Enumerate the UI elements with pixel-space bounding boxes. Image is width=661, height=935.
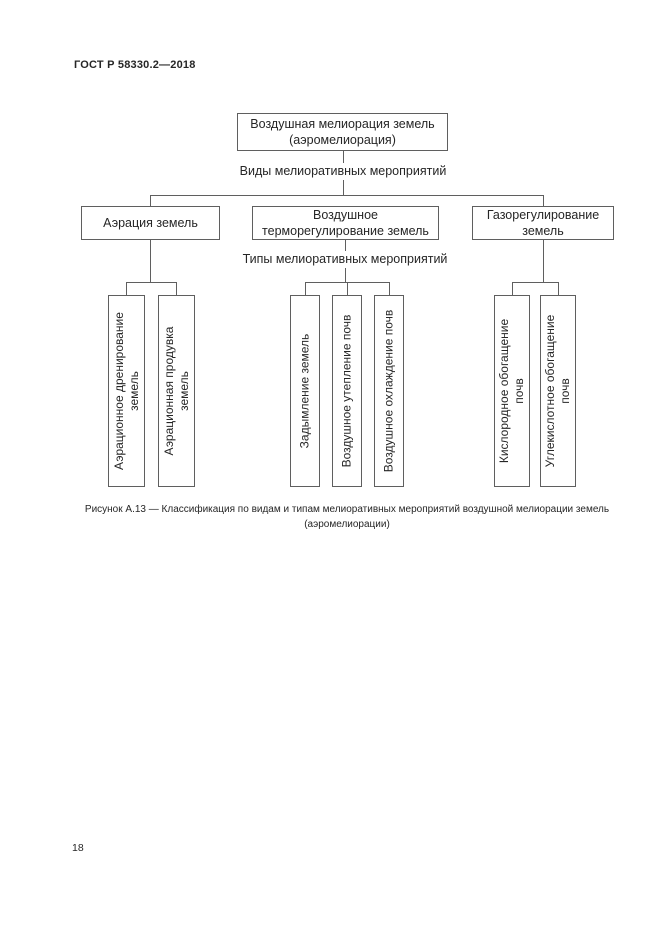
- leaf-node-air-warming: Воздушное утепление почв: [332, 295, 362, 487]
- connector-line: [150, 195, 544, 196]
- leaf-node-label: Аэрационная продувка земель: [161, 326, 191, 456]
- branch-node-aeration: Аэрация земель: [81, 206, 220, 240]
- tier-label-kinds: Виды мелиоративных мероприятий: [193, 163, 493, 180]
- branch-node-label: Воздушное терморегулирование земель: [262, 207, 429, 238]
- connector-line: [512, 282, 513, 295]
- connector-line: [512, 282, 559, 283]
- connector-line: [347, 282, 348, 295]
- leaf-node-label: Воздушное охлаждение почв: [381, 309, 396, 473]
- page-number: 18: [72, 842, 84, 854]
- leaf-node-co2-enrichment: Углекислотное обогащение почв: [540, 295, 576, 487]
- leaf-node-smoke-treatment: Задымление земель: [290, 295, 320, 487]
- tier-label-types: Типы мелиоративных мероприятий: [195, 251, 495, 268]
- connector-line: [176, 282, 177, 295]
- connector-line: [150, 240, 151, 282]
- figure-caption: Рисунок А.13 — Классификация по видам и …: [33, 503, 661, 532]
- branch-node-gas-regulation: Газорегулирование земель: [472, 206, 614, 240]
- connector-line: [389, 282, 390, 295]
- connector-line: [150, 195, 151, 206]
- figure-caption-line2: (аэромелиорации): [304, 518, 390, 530]
- leaf-node-oxygen-enrichment: Кислородное обогащение почв: [494, 295, 530, 487]
- branch-node-thermoregulation: Воздушное терморегулирование земель: [252, 206, 439, 240]
- leaf-node-label: Воздушное утепление почв: [339, 314, 354, 468]
- connector-line: [126, 282, 177, 283]
- leaf-node-label: Кислородное обогащение почв: [497, 318, 526, 464]
- leaf-node-label: Задымление земель: [297, 333, 312, 449]
- leaf-node-aeration-drainage: Аэрационное дренирование земель: [108, 295, 145, 487]
- connector-line: [305, 282, 306, 295]
- connector-line: [543, 195, 544, 206]
- leaf-node-air-cooling: Воздушное охлаждение почв: [374, 295, 404, 487]
- branch-node-label: Аэрация земель: [103, 215, 198, 230]
- leaf-node-label: Углекислотное обогащение почв: [543, 314, 572, 468]
- leaf-node-label: Аэрационное дренирование земель: [111, 312, 141, 470]
- connector-line: [126, 282, 127, 295]
- root-node-label: Воздушная мелиорация земель (аэромелиора…: [250, 116, 435, 147]
- connector-line: [543, 240, 544, 282]
- connector-line: [558, 282, 559, 295]
- document-code: ГОСТ Р 58330.2—2018: [74, 59, 196, 71]
- figure-caption-line1: Рисунок А.13 — Классификация по видам и …: [84, 504, 610, 515]
- leaf-node-aeration-blowing: Аэрационная продувка земель: [158, 295, 195, 487]
- branch-node-label: Газорегулирование земель: [486, 207, 600, 238]
- root-node-air-melioration: Воздушная мелиорация земель (аэромелиора…: [237, 113, 448, 151]
